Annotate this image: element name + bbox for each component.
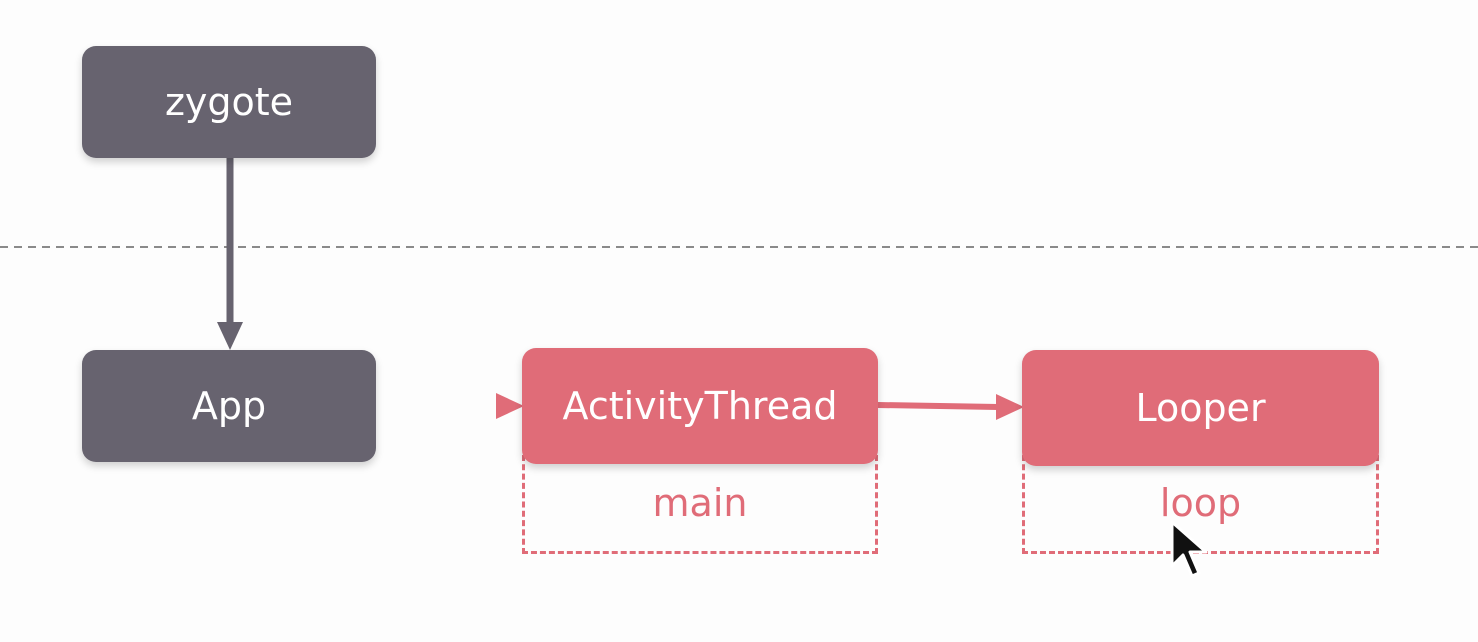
node-app-label: App <box>191 384 267 428</box>
activitythread-method-label: main <box>652 481 748 525</box>
node-zygote-label: zygote <box>164 80 294 124</box>
edge-zygote-to-app <box>217 158 243 350</box>
node-app: App <box>82 350 376 462</box>
node-looper-label: Looper <box>1135 386 1266 430</box>
activitythread-method-box: main <box>522 455 878 554</box>
looper-method-label: loop <box>1159 481 1242 525</box>
node-looper: Looper <box>1022 350 1379 466</box>
node-zygote: zygote <box>82 46 376 158</box>
mouse-pointer-icon <box>1170 520 1208 578</box>
edge-activitythread-to-looper <box>877 394 1024 420</box>
node-activitythread: ActivityThread <box>522 348 878 464</box>
edge-app-to-activitythread <box>376 393 524 419</box>
node-activitythread-label: ActivityThread <box>562 384 838 428</box>
